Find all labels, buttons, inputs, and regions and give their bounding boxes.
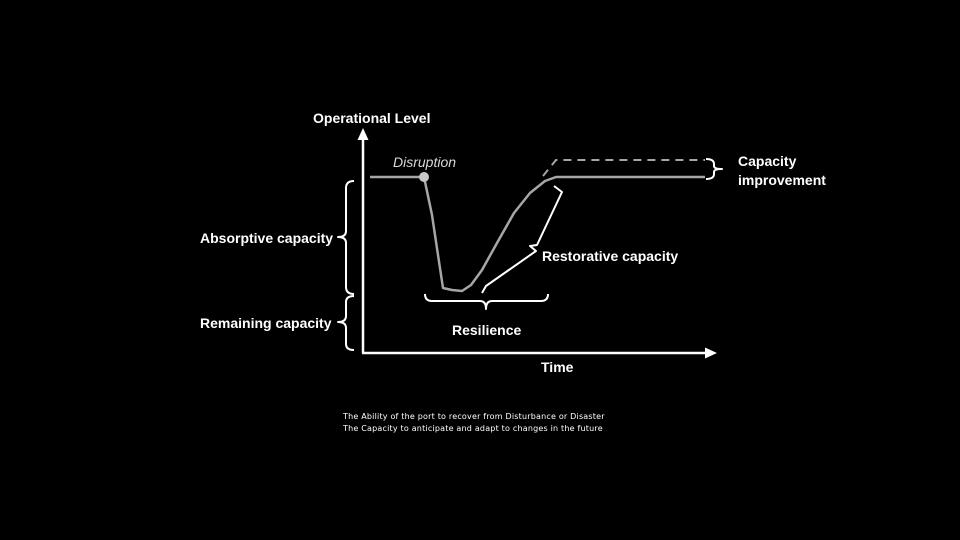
disruption-marker	[419, 172, 429, 182]
operational-level-curve	[370, 175, 705, 293]
disruption-label: Disruption	[393, 154, 456, 170]
resilience-label: Resilience	[452, 322, 521, 338]
restorative-capacity-brace	[481, 185, 563, 294]
resilience-brace	[424, 293, 549, 310]
x-axis-label: Time	[541, 359, 574, 375]
restorative-capacity-label: Restorative capacity	[542, 248, 678, 264]
remaining-capacity-brace	[337, 295, 355, 351]
caption-line-2: The Capacity to anticipate and adapt to …	[343, 424, 603, 433]
y-axis-arrowhead	[357, 128, 369, 140]
caption-line-1: The Ability of the port to recover from …	[343, 412, 605, 421]
absorptive-capacity-brace	[337, 180, 355, 295]
absorptive-capacity-label: Absorptive capacity	[200, 230, 333, 246]
y-axis-label: Operational Level	[313, 110, 430, 126]
capacity-improvement-label-line1: Capacity	[738, 153, 797, 169]
caption: The Ability of the port to recover from …	[343, 411, 605, 435]
axes	[357, 128, 717, 359]
remaining-capacity-label: Remaining capacity	[200, 315, 332, 331]
x-axis-arrowhead	[705, 347, 717, 359]
capacity-improvement-brace	[705, 158, 723, 180]
capacity-improvement-label-line2: improvement	[738, 172, 826, 188]
improved-capacity-dashed-line	[542, 159, 705, 177]
